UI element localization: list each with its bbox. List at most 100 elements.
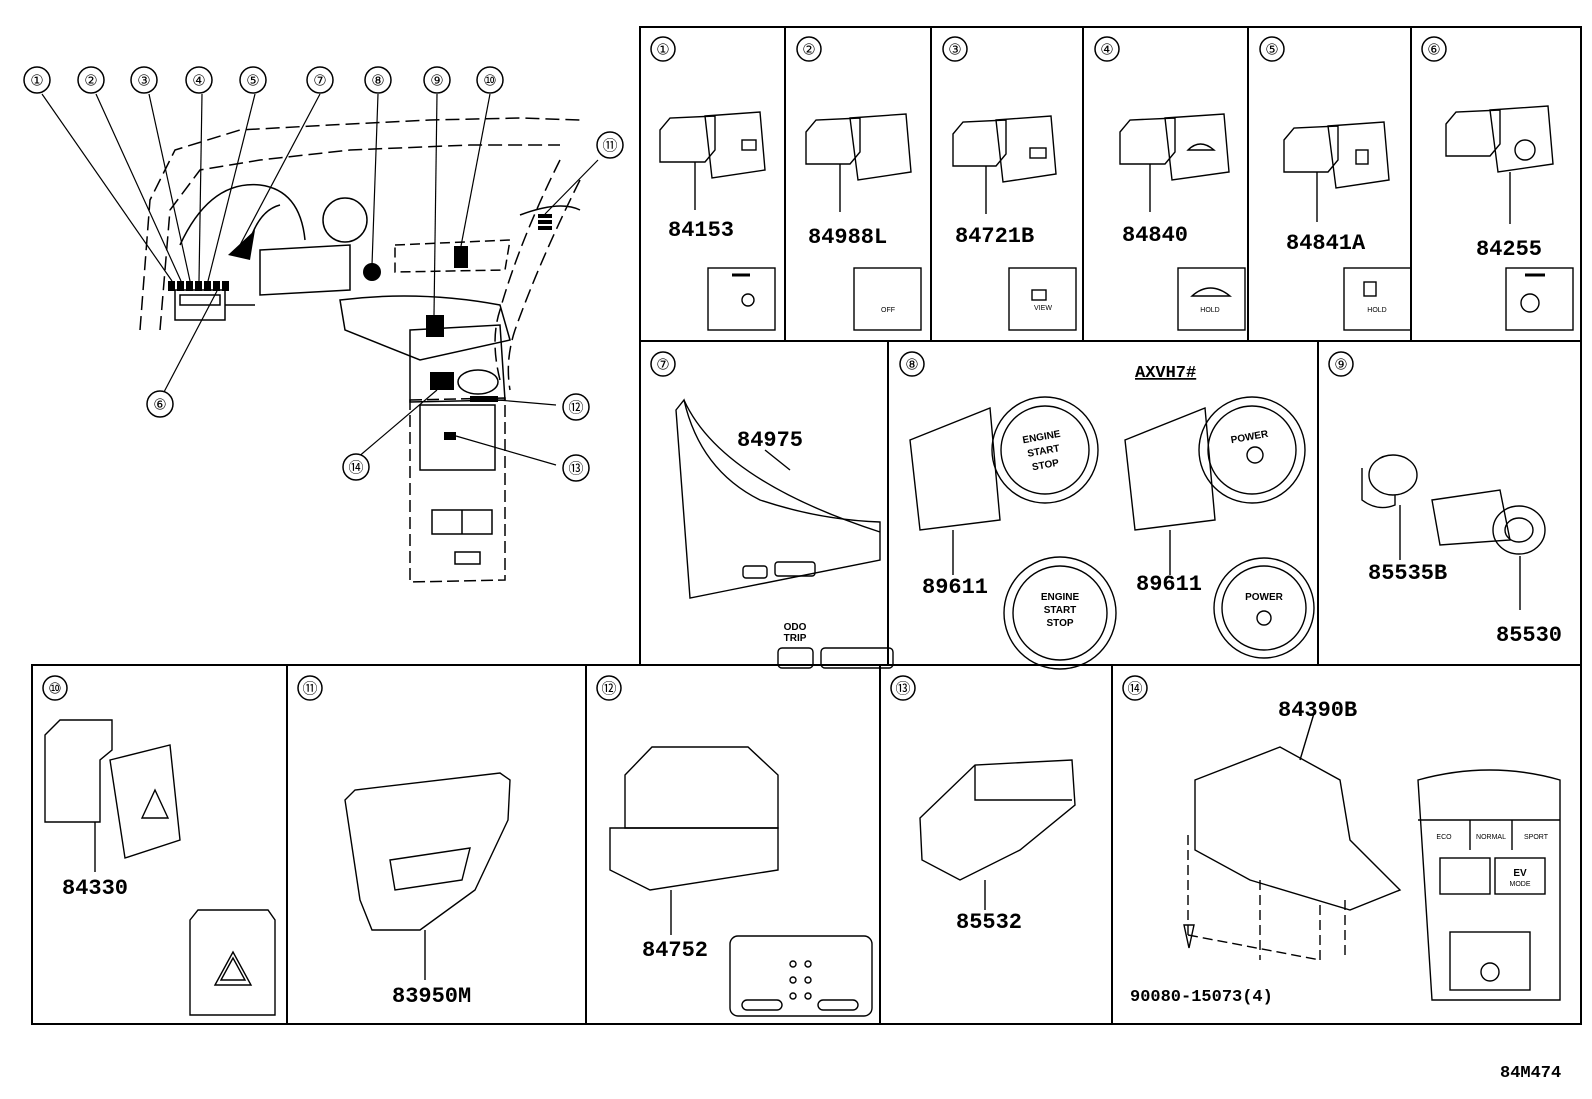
callout-8: ⑧ — [364, 66, 392, 94]
svg-text:⑧: ⑧ — [905, 357, 918, 374]
dashboard-overview — [139, 117, 581, 583]
panel-8-label: ⑧ — [899, 351, 925, 377]
callout-8-label: ⑧ — [371, 73, 384, 90]
callout-11: ⑪ — [596, 131, 624, 159]
panel-14-label: ⑭ — [1122, 675, 1148, 701]
part-84841A: 84841A — [1286, 231, 1366, 256]
svg-text:⑭: ⑭ — [1127, 681, 1142, 698]
part-90080-15073: 90080-15073(4) — [1130, 988, 1273, 1007]
part-89611-a: 89611 — [922, 575, 988, 600]
svg-text:①: ① — [656, 42, 669, 59]
callout-14: ⑭ — [342, 453, 370, 481]
panel-12-label: ⑫ — [596, 675, 622, 701]
panel-5-label: ⑤ — [1259, 36, 1285, 62]
part-84255: 84255 — [1476, 237, 1542, 262]
icon-hold-text-4: HOLD — [1200, 307, 1219, 314]
panel-grid — [31, 26, 1582, 1025]
callout-10-label: ⑩ — [483, 73, 496, 90]
part-84721B: 84721B — [955, 224, 1034, 249]
svg-text:④: ④ — [1100, 42, 1113, 59]
part-84390B: 84390B — [1278, 698, 1357, 723]
trip-label: TRIP — [784, 633, 807, 644]
panel-10-label: ⑩ — [42, 675, 68, 701]
headlight-panel-drawing — [344, 772, 511, 980]
overview-highlight-blocks — [168, 214, 552, 440]
svg-text:ECO: ECO — [1436, 834, 1452, 841]
icon-off-text: OFF — [881, 307, 895, 314]
callout-13: ⑬ — [562, 454, 590, 482]
part-83950M: 83950M — [392, 984, 471, 1009]
part-89611-b: 89611 — [1136, 572, 1202, 597]
panel-6-label: ⑥ — [1421, 36, 1447, 62]
callout-5-label: ⑤ — [246, 73, 259, 90]
callout-leaders — [41, 93, 599, 466]
callout-13-label: ⑬ — [568, 461, 583, 478]
part-85530: 85530 — [1496, 623, 1562, 648]
callout-2-label: ② — [84, 73, 97, 90]
icon-view-text: VIEW — [1034, 305, 1052, 312]
panel-1-label: ① — [650, 36, 676, 62]
part-84153: 84153 — [668, 218, 734, 243]
icon-hold-text-5: HOLD — [1367, 307, 1386, 314]
svg-text:②: ② — [802, 42, 815, 59]
part-85532: 85532 — [956, 910, 1022, 935]
part-84840: 84840 — [1122, 223, 1188, 248]
shift-panel-drawing — [1183, 709, 1561, 1001]
top-row-part-numbers: 84153 84988L 84721B 84840 84841A 84255 — [668, 218, 1542, 262]
svg-text:MODE: MODE — [1510, 881, 1531, 888]
svg-text:START: START — [1044, 605, 1077, 616]
socket-drawing — [1361, 454, 1546, 610]
note-axvh7: AXVH7# — [1135, 364, 1196, 383]
odo-label: ODO — [784, 622, 807, 633]
svg-text:STOP: STOP — [1031, 458, 1060, 474]
panel-3-label: ③ — [942, 36, 968, 62]
svg-text:⑨: ⑨ — [1334, 357, 1347, 374]
svg-text:STOP: STOP — [1046, 618, 1073, 629]
shift-panel-button-text: ECO NORMAL SPORT EV MODE — [1436, 834, 1548, 888]
start-button-text: ENGINE START STOP ENGINE START STOP POWE… — [1022, 429, 1284, 629]
panel-4-label: ④ — [1094, 36, 1120, 62]
part-84752: 84752 — [642, 938, 708, 963]
callout-6: ⑥ — [146, 390, 174, 418]
svg-text:POWER: POWER — [1245, 592, 1284, 603]
part-84330: 84330 — [62, 876, 128, 901]
callout-6-label: ⑥ — [153, 397, 166, 414]
svg-text:SPORT: SPORT — [1524, 834, 1549, 841]
callout-1: ① — [23, 66, 51, 94]
callout-7-label: ⑦ — [313, 73, 326, 90]
seat-heater-switch-drawing — [609, 746, 873, 1017]
svg-text:EV: EV — [1513, 868, 1527, 879]
callout-9-label: ⑨ — [430, 73, 443, 90]
callout-4: ④ — [185, 66, 213, 94]
hazard-switch-drawing — [44, 719, 276, 1016]
callout-1-label: ① — [30, 73, 43, 90]
panel-13-label: ⑬ — [890, 675, 916, 701]
callout-7: ⑦ — [306, 66, 334, 94]
callout-5: ⑤ — [239, 66, 267, 94]
svg-text:⑪: ⑪ — [302, 681, 317, 698]
console-switch-drawing — [919, 759, 1076, 910]
callout-9: ⑨ — [423, 66, 451, 94]
callout-11-label: ⑪ — [602, 138, 617, 155]
part-84975: 84975 — [737, 428, 803, 453]
callout-12: ⑫ — [562, 393, 590, 421]
panel-2-label: ② — [796, 36, 822, 62]
svg-text:⑩: ⑩ — [48, 681, 61, 698]
callout-3-label: ③ — [137, 73, 150, 90]
part-85535B: 85535B — [1368, 561, 1447, 586]
svg-text:⑤: ⑤ — [1265, 42, 1278, 59]
svg-text:⑫: ⑫ — [601, 681, 616, 698]
callout-3: ③ — [130, 66, 158, 94]
panel-7-label: ⑦ — [650, 351, 676, 377]
figure-code: 84M474 — [1500, 1064, 1561, 1083]
location-callouts: ① ② ③ ④ ⑤ ⑦ ⑧ ⑨ ⑩ ⑪ ⑥ ⑫ ⑬ ⑭ — [23, 66, 624, 482]
svg-text:⑦: ⑦ — [656, 357, 669, 374]
panel-labels: ① ② ③ ④ ⑤ ⑥ ⑦ ⑧ ⑨ ⑩ ⑪ ⑫ ⑬ ⑭ — [42, 36, 1447, 701]
svg-text:ENGINE: ENGINE — [1041, 592, 1080, 603]
svg-text:⑥: ⑥ — [1427, 42, 1440, 59]
svg-text:POWER: POWER — [1230, 429, 1270, 447]
start-button-drawing — [909, 396, 1315, 670]
callout-2: ② — [77, 66, 105, 94]
switch-drawings — [659, 105, 1574, 331]
top-row-icon-text: OFF VIEW HOLD HOLD — [881, 305, 1387, 314]
